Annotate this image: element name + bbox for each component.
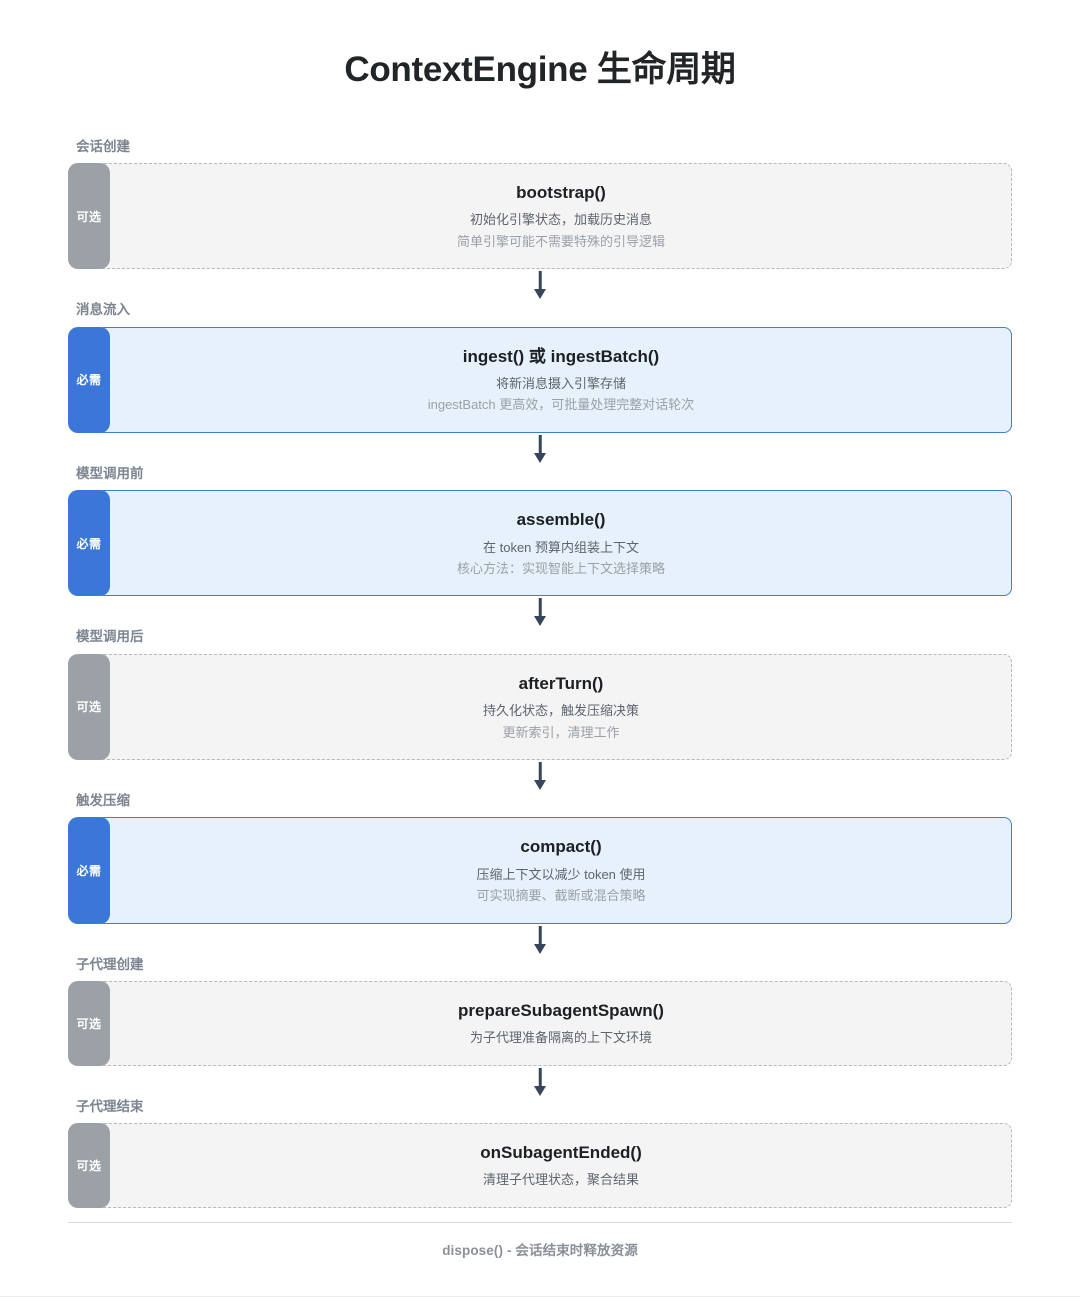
card-description-primary: 压缩上下文以减少 token 使用 [476,866,646,882]
page-title: ContextEngine 生命周期 [344,50,736,89]
arrow-shaft [538,925,542,946]
card-description-primary: 清理子代理状态，聚合结果 [482,1172,639,1188]
lifecycle-stage: 模型调用前必需 assemble() 在 token 预算内组装上下文核心方法：实现… [68,466,1012,597]
arrow-head [534,289,546,300]
lifecycle-card-row[interactable]: 可选 bootstrap() 初始化引擎状态，加载历史消息简单引擎可能不需要特殊的引… [68,162,1012,270]
card-description-primary: 在 token 预算内组装上下文 [482,539,640,555]
lifecycle-stage: 触发压缩必需 compact() 压缩上下文以减少 token 使用可实现摘要、截断… [68,793,1012,924]
arrow-shaft [538,271,542,292]
arrow-shaft [538,1067,542,1088]
lifecycle-card-row[interactable]: 可选 afterTurn() 持久化状态，触发压缩决策更新索引，清理工作 [68,653,1012,760]
card-description-secondary: 简单引擎可能不需要特殊的引导逻辑 [456,233,665,249]
stage-label: 触发压缩 [76,793,130,808]
stage-label: 模型调用后 [76,629,144,645]
lifecycle-card[interactable]: compact() 压缩上下文以减少 token 使用可实现摘要、截断或混合策略 [96,817,1012,924]
arrow-head [534,616,546,627]
stage-badge: 可选 [68,980,110,1066]
stage-label: 会话创建 [76,138,130,154]
card-title: compact() [520,837,602,857]
stage-label: 子代理结束 [76,1098,144,1114]
card-title: ingest() 或 ingestBatch() [462,346,660,366]
flow-arrow-down-icon [68,760,1012,793]
card-title: onSubagentEnded() [480,1142,642,1162]
card-description-primary: 将新消息摄入引擎存储 [495,376,626,391]
lifecycle-card[interactable]: ingest() 或 ingestBatch() 将新消息摄入引擎存储 ingest… [96,326,1012,433]
lifecycle-card-row[interactable]: 必需 compact() 压缩上下文以减少 token 使用可实现摘要、截断或混合策… [68,817,1012,924]
stage-label: 模型调用前 [76,465,144,481]
lifecycle-stage: 消息流入必需 ingest() 或 ingestBatch() 将新消息摄入引擎存储… [68,302,1012,433]
card-description-primary: 持久化状态，触发压缩决策 [482,703,639,719]
card-description-primary: 为子代理准备隔离的上下文环境 [469,1030,652,1046]
arrow-head [534,452,546,463]
lifecycle-card[interactable]: prepareSubagentSpawn() 为子代理准备隔离的上下文环境 [96,980,1012,1066]
card-description-secondary: 可实现摘要、截断或混合策略 [476,888,646,904]
lifecycle-card-row[interactable]: 可选 onSubagentEnded() 清理子代理状态，聚合结果 [68,1122,1012,1208]
card-description-secondary: ingestBatch 更高效，可批量处理完整对话轮次 [427,397,695,413]
lifecycle-card-row[interactable]: 必需 assemble() 在 token 预算内组装上下文核心方法：实现智能上下文… [68,490,1012,597]
flow-arrow-down-icon [68,433,1012,466]
arrow-head [534,1085,546,1096]
bottom-spacer [0,1259,1080,1297]
lifecycle-card[interactable]: bootstrap() 初始化引擎状态，加载历史消息简单引擎可能不需要特殊的引导逻… [96,162,1012,270]
card-title: bootstrap() [516,182,606,202]
stage-badge: 必需 [68,490,110,597]
stage-label: 消息流入 [76,302,130,318]
stage-label: 子代理创建 [76,956,144,972]
arrow-shaft [538,598,542,619]
lifecycle-card[interactable]: afterTurn() 持久化状态，触发压缩决策更新索引，清理工作 [96,653,1012,760]
card-title: assemble() [516,510,606,530]
flow-arrow-down-icon [68,269,1012,302]
lifecycle-card-row[interactable]: 可选 prepareSubagentSpawn() 为子代理准备隔离的上下文环境 [68,980,1012,1066]
card-description-secondary: 核心方法：实现智能上下文选择策略 [456,561,665,576]
card-description-secondary: 更新索引，清理工作 [502,724,620,740]
stage-badge: 可选 [68,162,110,270]
flow-arrow-down-icon [68,596,1012,629]
flow-arrow-down-icon [68,924,1012,957]
stage-badge: 必需 [68,817,110,924]
lifecycle-stage: 子代理创建可选 prepareSubagentSpawn() 为子代理准备隔离的上下… [68,957,1012,1066]
arrow-head [534,780,546,790]
card-title: prepareSubagentSpawn() [458,1000,664,1020]
card-description-primary: 初始化引擎状态，加载历史消息 [469,212,652,228]
card-title: afterTurn() [518,673,604,693]
lifecycle-card[interactable]: onSubagentEnded() 清理子代理状态，聚合结果 [96,1122,1012,1208]
flow-arrow-down-icon [68,1066,1012,1099]
footer-note: dispose() - 会话结束时释放资源 [68,1221,1012,1259]
stage-badge: 必需 [68,326,110,433]
arrow-head [534,943,546,954]
arrow-shaft [538,762,542,782]
lifecycle-stage: 模型调用后可选 afterTurn() 持久化状态，触发压缩决策更新索引，清理工作 [68,629,1012,760]
lifecycle-card[interactable]: assemble() 在 token 预算内组装上下文核心方法：实现智能上下文选择… [96,490,1012,597]
stage-badge: 可选 [68,1122,110,1208]
lifecycle-flow: 会话创建可选 bootstrap() 初始化引擎状态，加载历史消息简单引擎可能不需要… [68,92,1012,1208]
lifecycle-stage: 会话创建可选 bootstrap() 初始化引擎状态，加载历史消息简单引擎可能不需要… [68,139,1012,270]
arrow-shaft [538,434,542,455]
lifecycle-stage: 子代理结束可选 onSubagentEnded() 清理子代理状态，聚合结果 [68,1099,1012,1208]
stage-badge: 可选 [68,653,110,760]
